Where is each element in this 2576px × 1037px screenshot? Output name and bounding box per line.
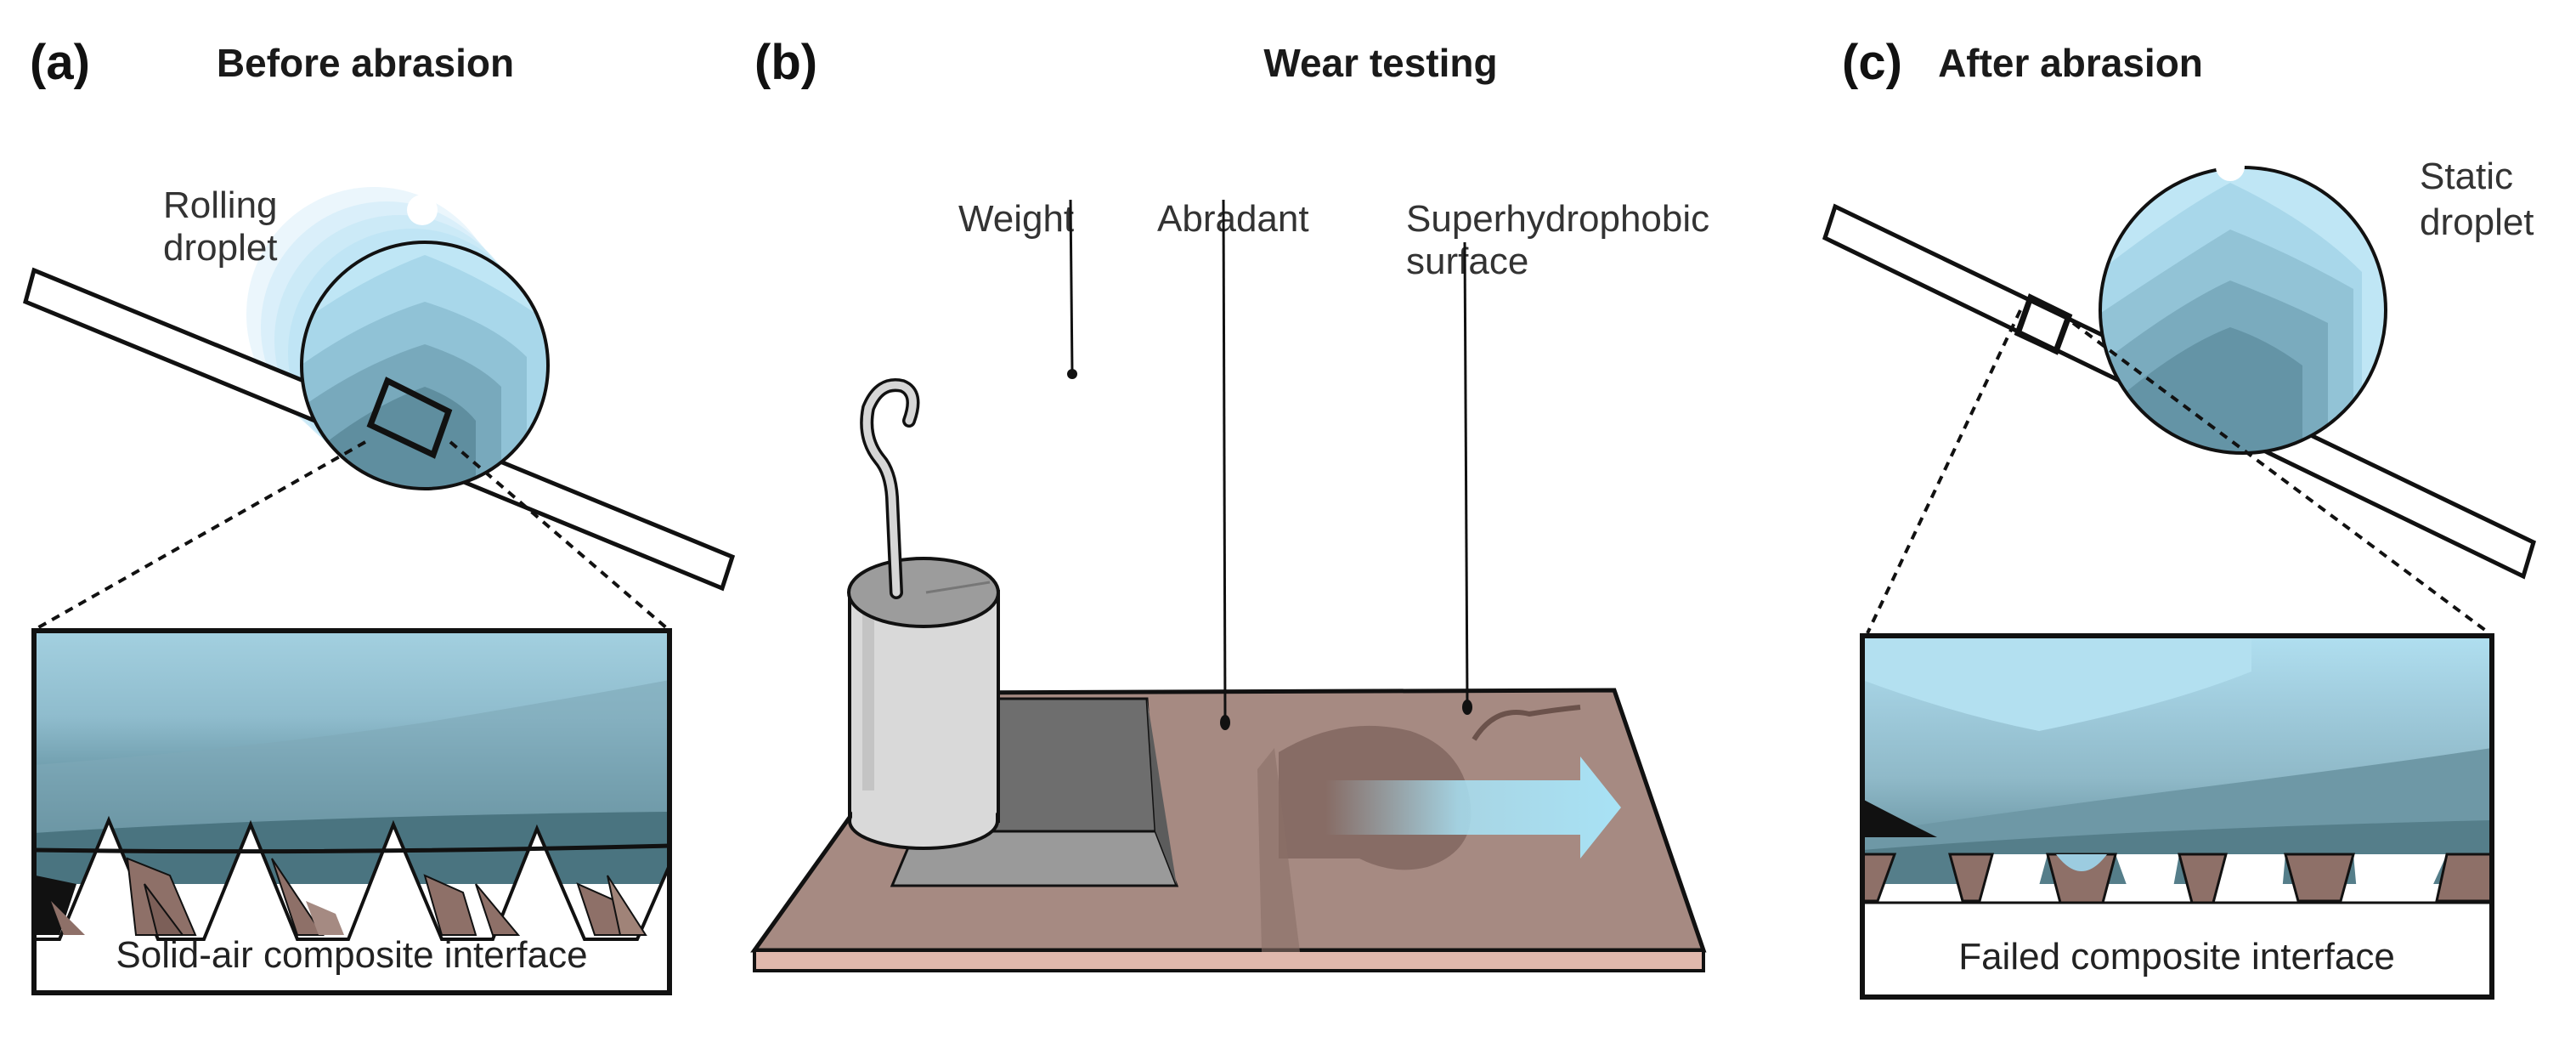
abradant-leader-line bbox=[1222, 199, 1227, 721]
surface-leader-line bbox=[1463, 241, 1469, 705]
panel-a: (a) Before abrasion Rolling droplet bbox=[23, 35, 736, 995]
weight-cylinder bbox=[847, 557, 1000, 850]
surface-label-line2: surface bbox=[1406, 241, 1528, 282]
zoom-line-left bbox=[35, 440, 366, 631]
panel-c: (c) After abrasion Static droplet bbox=[1822, 35, 2537, 1000]
rolling-droplet-label-line2: droplet bbox=[163, 227, 278, 269]
panel-a-letter: (a) bbox=[30, 35, 90, 90]
zoom-line-left-c bbox=[1866, 309, 2022, 634]
panel-a-title: Before abrasion bbox=[217, 41, 514, 85]
panel-b-title: Wear testing bbox=[1263, 41, 1497, 85]
zoom-region-marker bbox=[366, 377, 453, 459]
panel-b: (b) Wear testing Weight Abradant Superhy… bbox=[750, 35, 1709, 972]
inset-caption-solid-air: Solid-air composite interface bbox=[116, 934, 587, 976]
abradant-label: Abradant bbox=[1157, 198, 1309, 240]
rolling-droplet-label-line1: Rolling bbox=[163, 184, 278, 226]
zoom-line-right-c bbox=[2071, 321, 2491, 635]
weight-leader-line bbox=[1069, 199, 1074, 375]
inset-caption-failed: Failed composite interface bbox=[1958, 936, 2395, 978]
surface-label-line1: Superhydrophobic bbox=[1406, 198, 1709, 240]
panel-c-title: After abrasion bbox=[1938, 41, 2203, 85]
panel-b-letter: (b) bbox=[754, 35, 817, 90]
droplet-highlight bbox=[407, 195, 438, 225]
zoom-line-right bbox=[449, 440, 669, 631]
static-droplet-label-line2: droplet bbox=[2420, 201, 2534, 243]
weight-label: Weight bbox=[958, 198, 1074, 240]
static-droplet-label-line1: Static bbox=[2420, 156, 2513, 197]
motion-arrow bbox=[1325, 756, 1621, 858]
inset-after-abrasion: Failed composite interface bbox=[1860, 633, 2494, 1000]
droplet-highlight-c bbox=[2216, 152, 2245, 181]
panel-c-letter: (c) bbox=[1842, 35, 1902, 90]
zoom-region-marker-c bbox=[2014, 293, 2073, 355]
inset-before-abrasion: Solid-air composite interface bbox=[31, 628, 672, 995]
